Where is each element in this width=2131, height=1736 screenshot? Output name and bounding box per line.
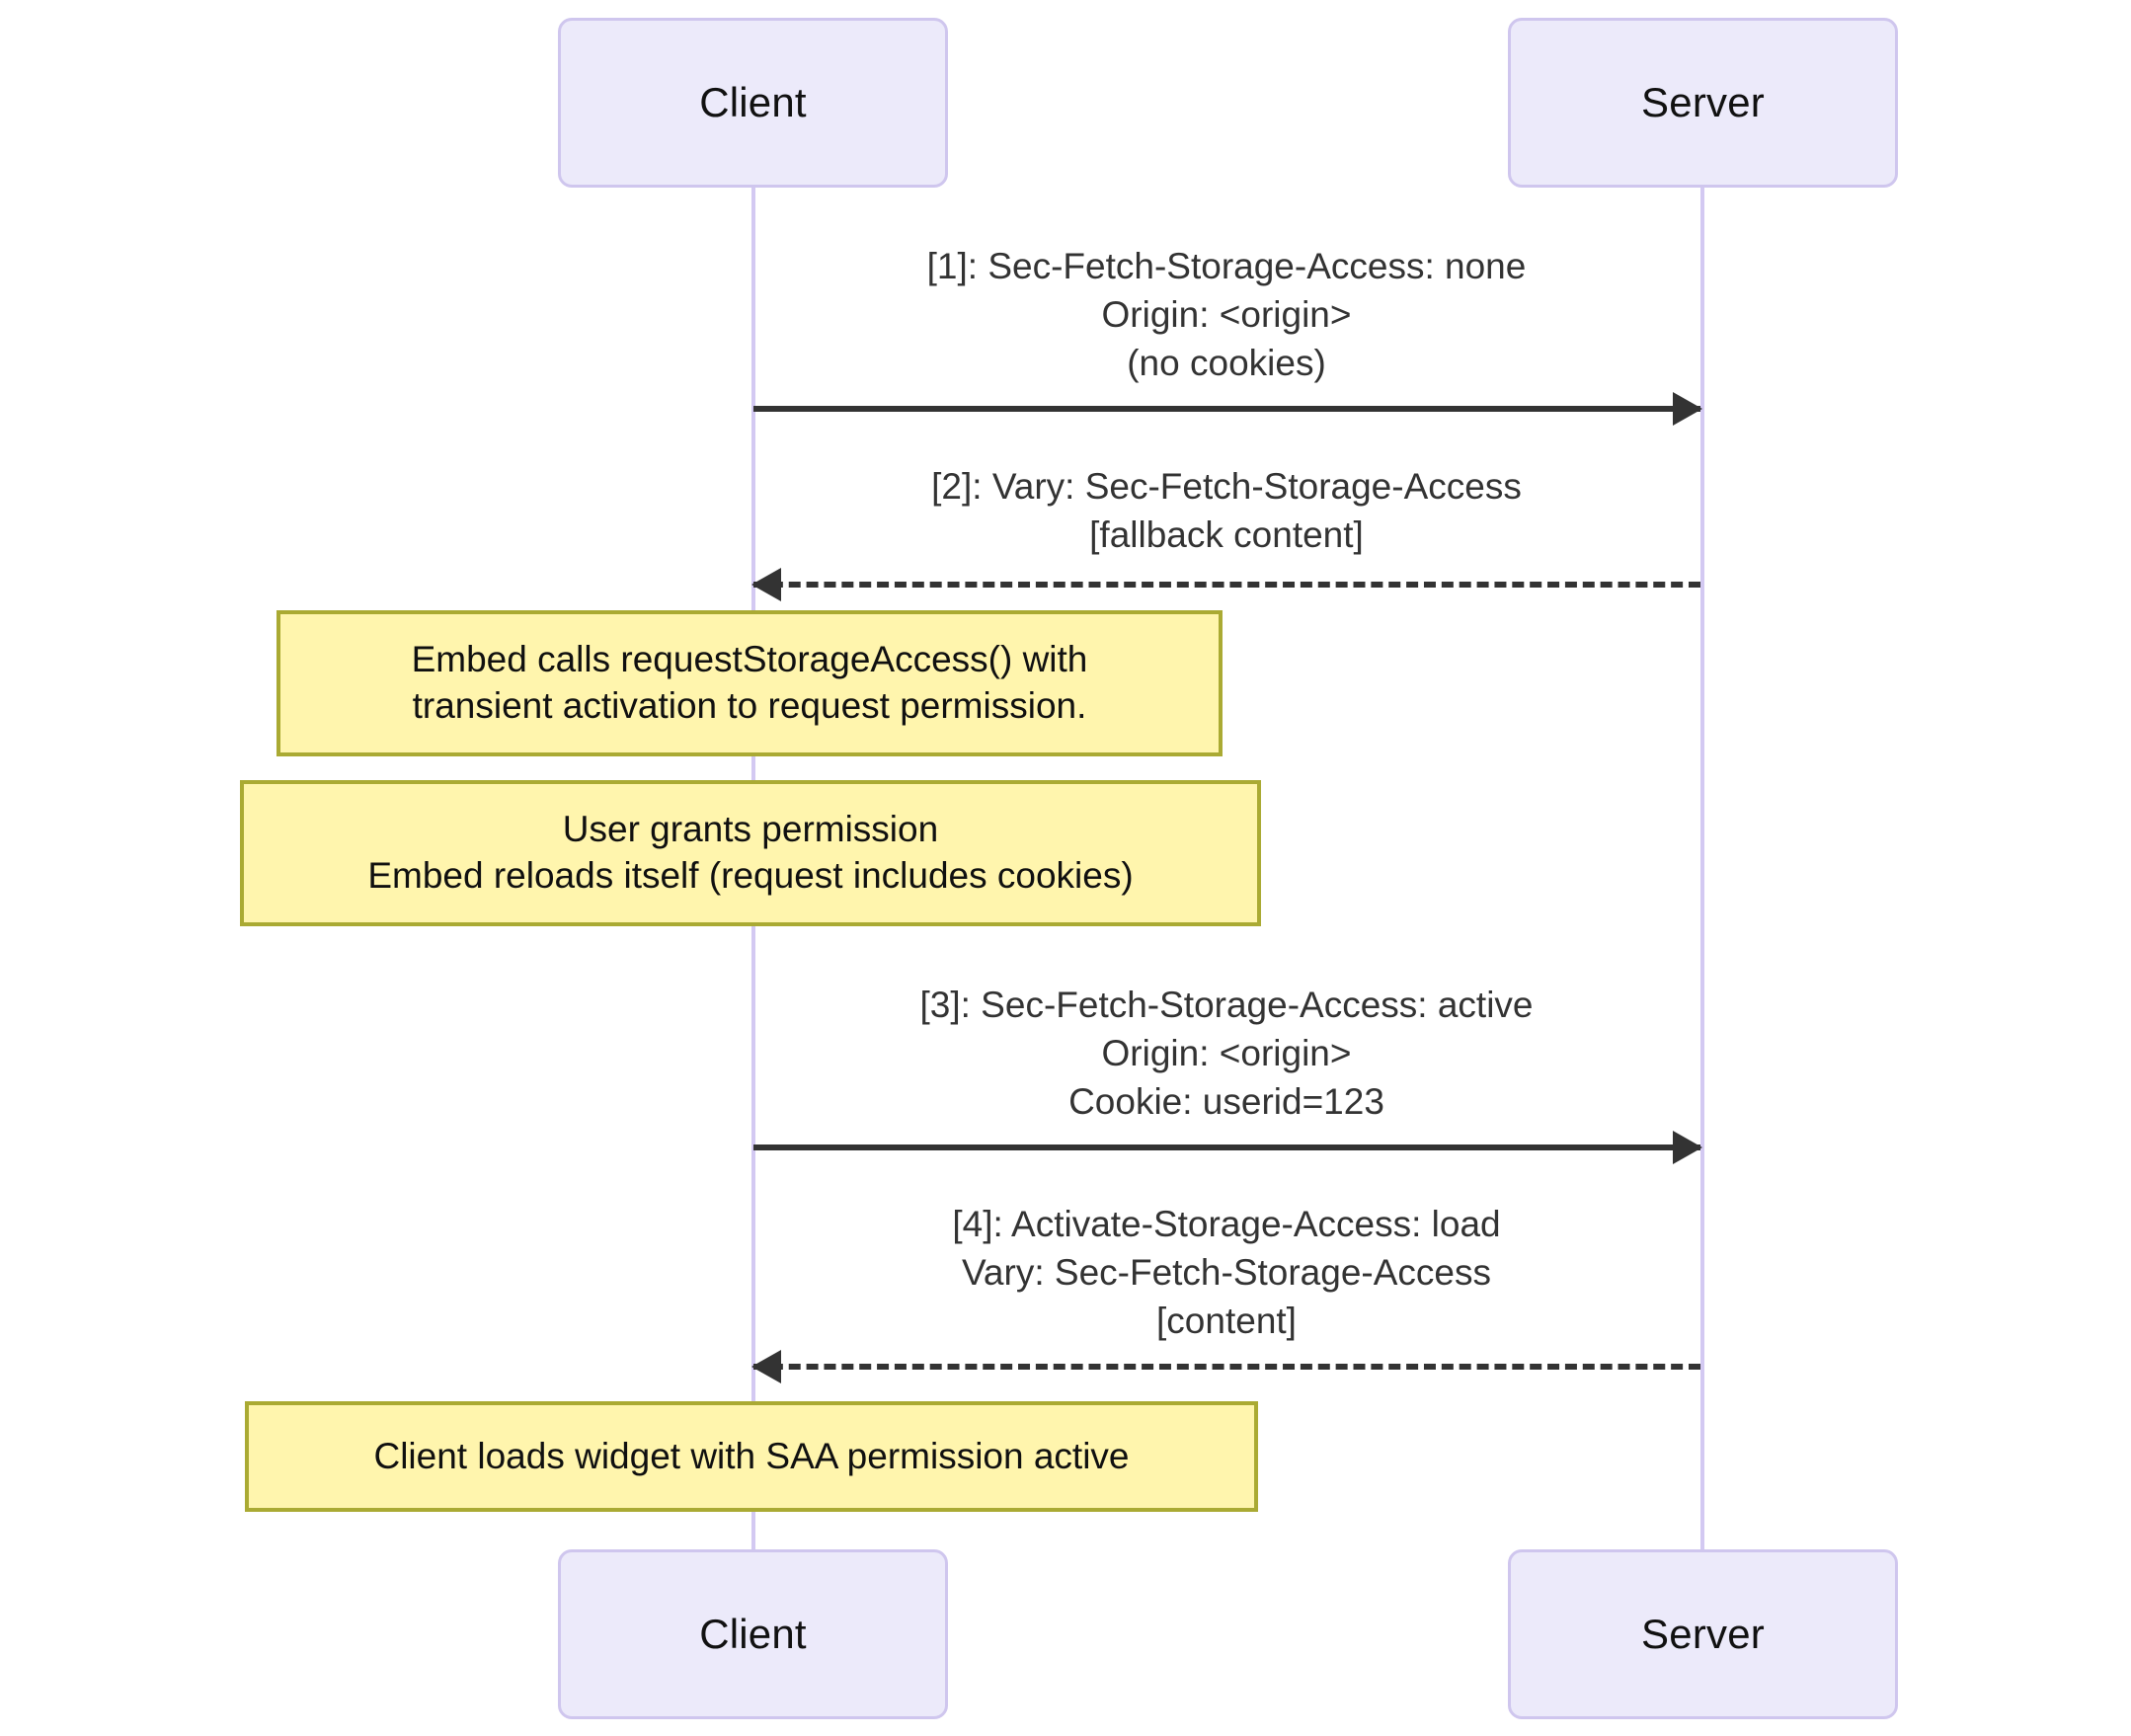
message-4-shaft — [753, 1364, 1700, 1370]
message-3-label: [3]: Sec-Fetch-Storage-Access: active Or… — [919, 985, 1534, 1123]
participant-server-top[interactable]: Server — [1508, 18, 1898, 188]
message-4-label: [4]: Activate-Storage-Access: load Vary:… — [952, 1204, 1501, 1342]
note-request-storage-access: Embed calls requestStorageAccess() with … — [276, 610, 1223, 756]
participant-server-bottom-label: Server — [1641, 1611, 1765, 1657]
message-2-label: [2]: Vary: Sec-Fetch-Storage-Access [fal… — [931, 466, 1522, 556]
note-user-grants-permission: User grants permission Embed reloads its… — [240, 780, 1261, 926]
message-1-shaft — [753, 406, 1700, 412]
participant-server-bottom[interactable]: Server — [1508, 1549, 1898, 1719]
note-user-grants-permission-text: User grants permission Embed reloads its… — [367, 809, 1134, 896]
note-client-loads-widget: Client loads widget with SAA permission … — [245, 1401, 1258, 1512]
message-1-label: [1]: Sec-Fetch-Storage-Access: none Orig… — [926, 246, 1527, 384]
participant-client-top[interactable]: Client — [558, 18, 948, 188]
message-2-arrowhead — [751, 568, 781, 601]
participant-client-bottom[interactable]: Client — [558, 1549, 948, 1719]
lifeline-server — [1700, 188, 1704, 1570]
message-3-shaft — [753, 1144, 1700, 1150]
participant-server-top-label: Server — [1641, 79, 1765, 125]
message-3-arrowhead — [1673, 1131, 1702, 1164]
participant-client-top-label: Client — [699, 79, 807, 125]
participant-client-bottom-label: Client — [699, 1611, 807, 1657]
note-client-loads-widget-text: Client loads widget with SAA permission … — [373, 1435, 1130, 1476]
message-4-arrowhead — [751, 1350, 781, 1383]
message-2-shaft — [753, 582, 1700, 588]
note-request-storage-access-text: Embed calls requestStorageAccess() with … — [411, 639, 1088, 726]
message-1-arrowhead — [1673, 392, 1702, 426]
